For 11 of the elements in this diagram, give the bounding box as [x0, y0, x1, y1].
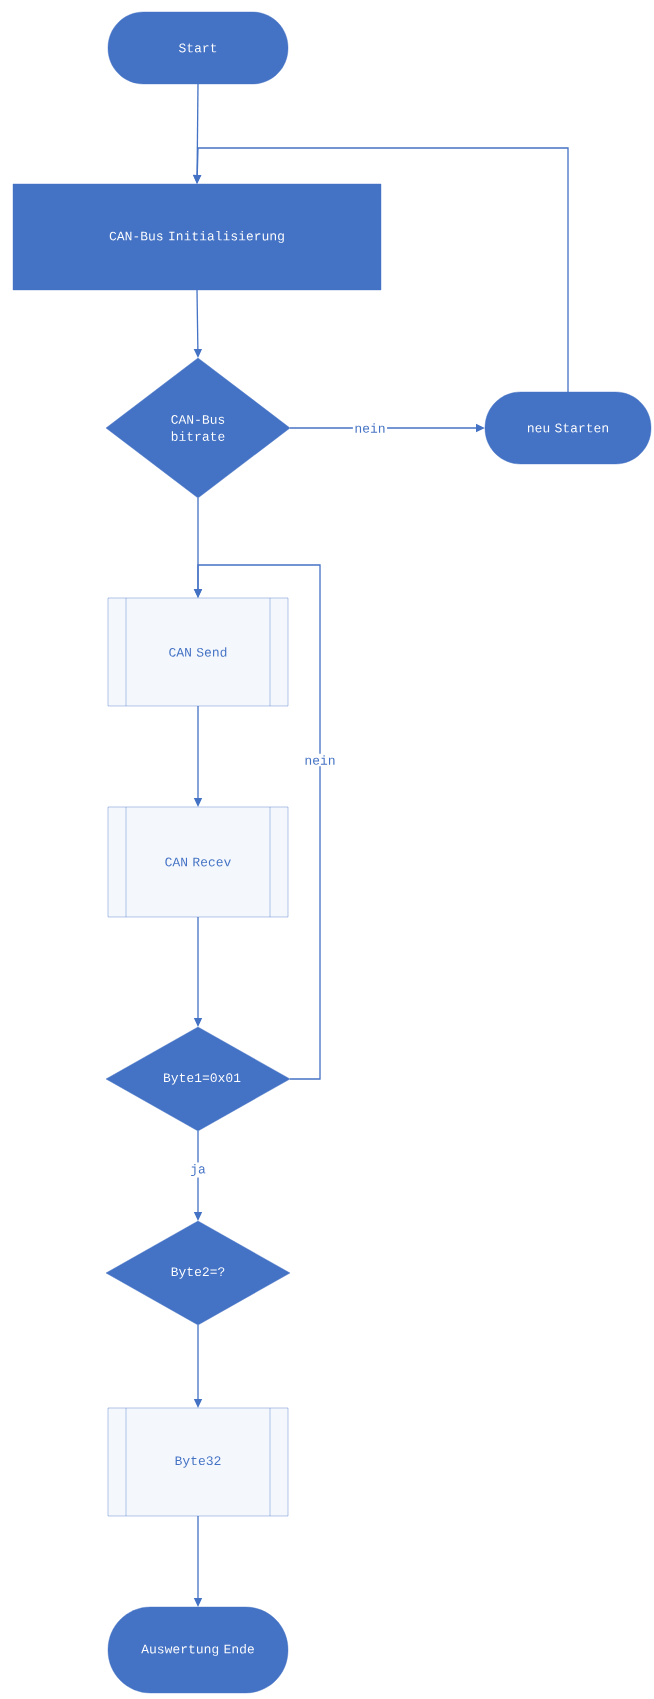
subprocess-box: CAN Send [107, 597, 289, 707]
process-box: CAN-Bus Initialisierung [12, 183, 382, 291]
edge-label: nein [302, 753, 338, 767]
terminal-box: neu Starten [484, 391, 652, 465]
terminal-box: Auswertung Ende [107, 1606, 289, 1694]
terminal-box: Start [107, 11, 289, 85]
subprocess-box: Byte32 [107, 1407, 289, 1517]
edge-label: ja [188, 1162, 208, 1178]
subprocess-box: CAN Recev [107, 806, 289, 918]
arrow [193, 147, 569, 393]
edge-label: nein [352, 421, 388, 435]
